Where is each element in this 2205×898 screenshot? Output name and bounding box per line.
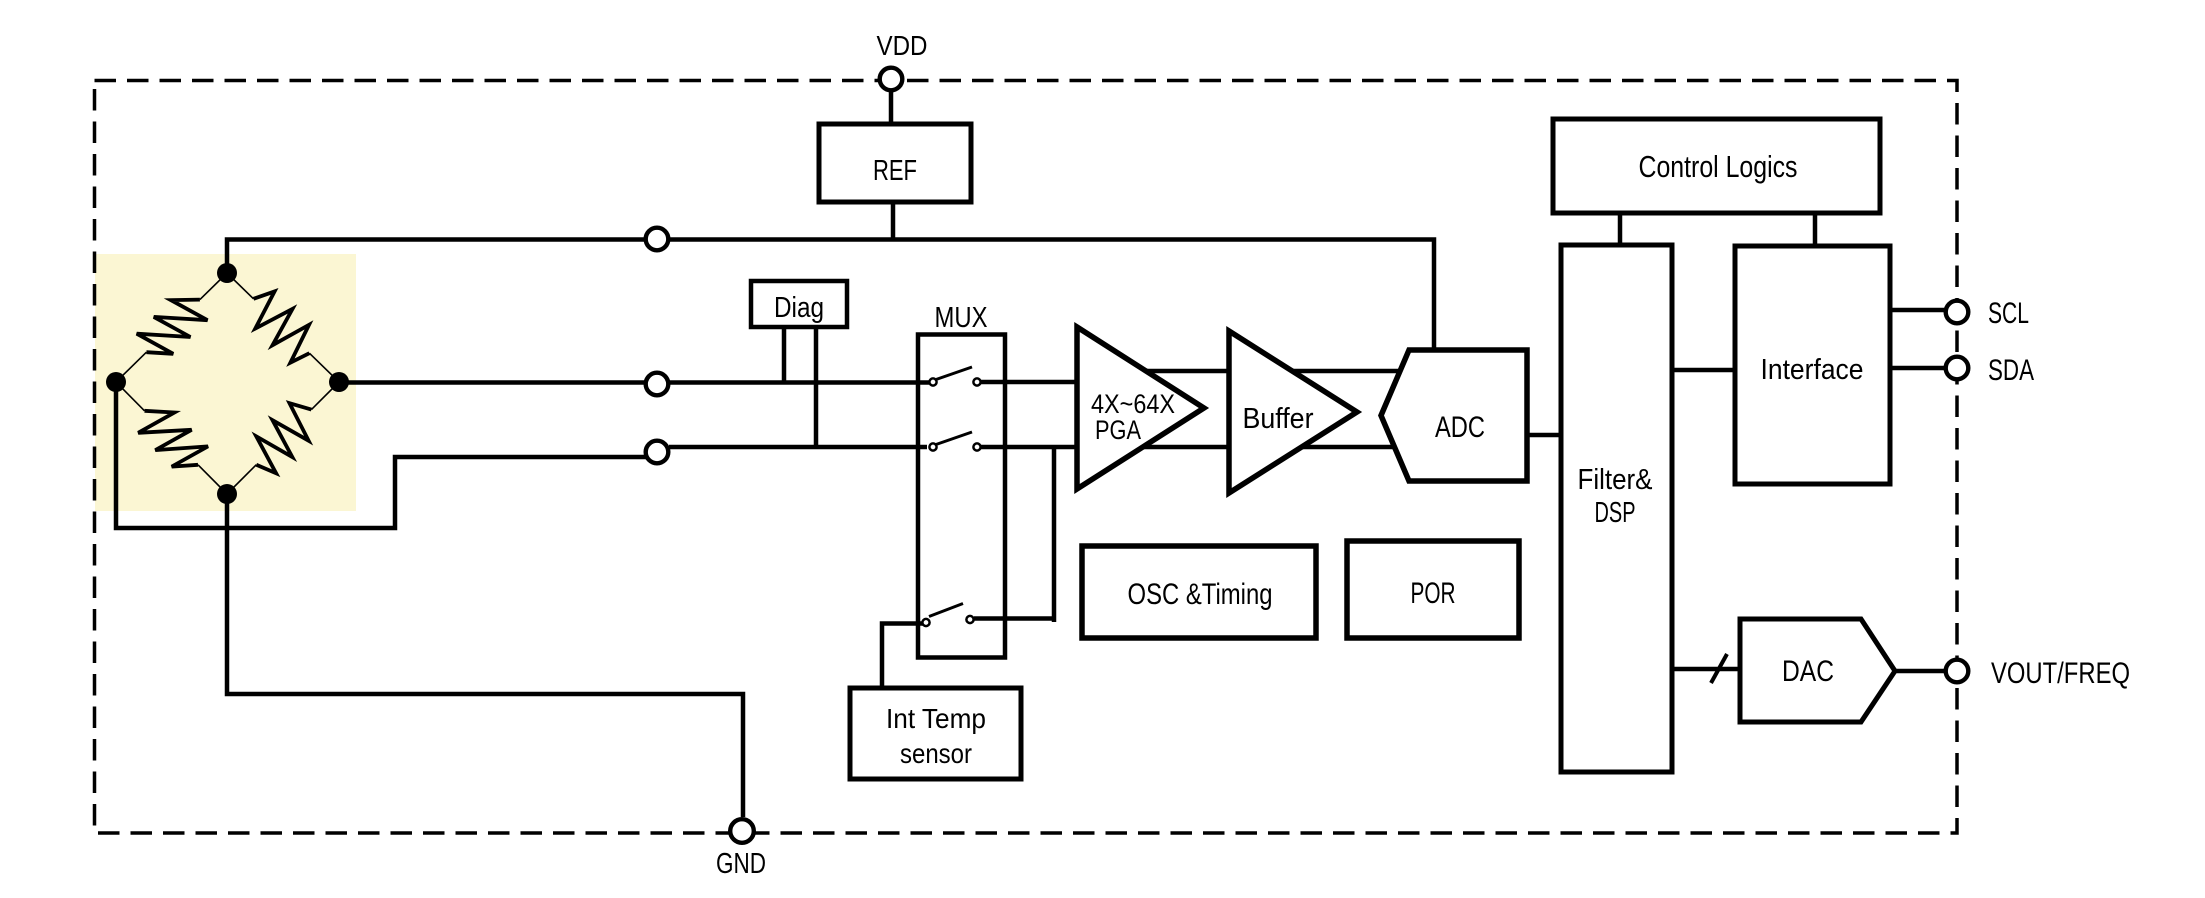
svg-text:Filter&: Filter& [1578, 464, 1653, 496]
svg-text:PGA: PGA [1095, 415, 1141, 445]
svg-text:VOUT/FREQ: VOUT/FREQ [1991, 657, 2130, 690]
svg-text:POR: POR [1411, 577, 1456, 610]
svg-text:VDD: VDD [877, 30, 928, 61]
svg-text:4X~64X: 4X~64X [1091, 389, 1175, 419]
svg-text:MUX: MUX [935, 302, 988, 334]
svg-text:sensor: sensor [900, 738, 972, 769]
svg-text:SCL: SCL [1988, 297, 2029, 330]
svg-text:GND: GND [716, 848, 766, 880]
svg-text:REF: REF [873, 155, 917, 187]
svg-text:ADC: ADC [1435, 411, 1485, 444]
svg-text:Interface: Interface [1761, 354, 1864, 386]
svg-text:Int Temp: Int Temp [886, 703, 986, 734]
svg-text:OSC &Timing: OSC &Timing [1128, 578, 1273, 611]
svg-text:SDA: SDA [1988, 354, 2034, 387]
svg-text:Buffer: Buffer [1243, 403, 1314, 435]
svg-text:DSP: DSP [1595, 497, 1636, 529]
svg-text:Control Logics: Control Logics [1639, 149, 1798, 184]
svg-text:DAC: DAC [1782, 655, 1834, 688]
svg-text:Diag: Diag [774, 292, 824, 324]
